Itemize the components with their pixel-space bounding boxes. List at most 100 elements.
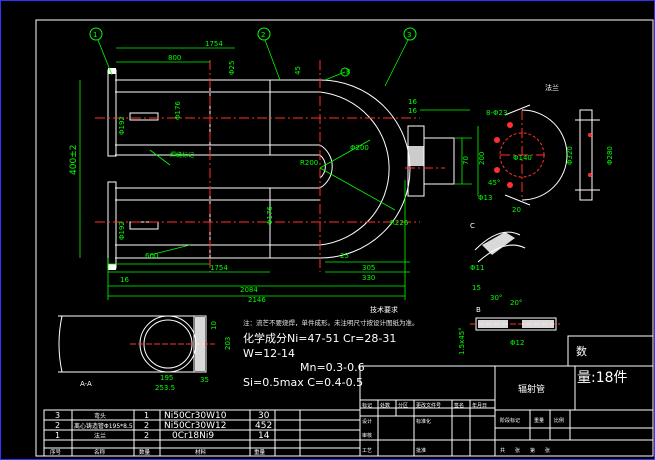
tb-role-approve: 批准 [416, 447, 426, 454]
flange-od: Φ320 [566, 146, 574, 165]
balloon-1 [89, 27, 103, 41]
bom-r3-mat: 0Cr18Ni9 [172, 431, 214, 441]
bom-r3-qty: 2 [144, 431, 149, 440]
balloons [89, 27, 417, 77]
dim-dia25: Φ25 [228, 61, 236, 75]
section-aa-hatch [195, 317, 205, 371]
balloon-1-label: 1 [93, 31, 97, 39]
bom-r2-mat: Ni50Cr30W12 [164, 421, 226, 431]
bom-r1-mat: Ni50Cr30W10 [164, 411, 227, 421]
detail-c-dim1: Φ11 [470, 264, 484, 272]
notes-line5: Si=0.5max C=0.4-0.5 [243, 376, 363, 389]
bom-r3-name: 法兰 [94, 432, 106, 440]
notes-line1: 注：流芒不要烧焊，单件成形。未注明尺寸按设计图纸为准。 [243, 318, 419, 327]
dim-r200: R200 [300, 159, 318, 167]
dim-r226: R226 [390, 219, 409, 227]
section-dim195: 195 [160, 374, 173, 382]
section-dim10: 10 [210, 321, 218, 330]
tb-role-design: 设计 [362, 418, 372, 425]
bom-r1-wt: 30 [258, 411, 270, 421]
dim-25: 25 [340, 252, 349, 260]
notes-heading: 技术要求 [370, 305, 398, 314]
flange-view [499, 104, 600, 206]
dim-dia192a: Φ192 [118, 116, 126, 135]
tb-role-std: 标准化 [416, 418, 431, 425]
dim-top-1754: 1754 [205, 40, 223, 48]
flange-dim13: Φ13 [478, 194, 492, 202]
tb-role-weight: 重量 [534, 417, 544, 424]
notes-line3: W=12-14 [243, 347, 295, 360]
qty-value: 量:18件 [577, 370, 628, 386]
center-lines [95, 60, 545, 272]
notes-line4: Mn=0.3-0.6 [300, 361, 365, 374]
tb-sheet-total: 共 [500, 447, 505, 454]
balloon-3 [403, 27, 417, 41]
dim-45: 45 [294, 66, 302, 75]
detail-c-dim2: 15 [472, 284, 481, 292]
detail-b-dim2: Φ12 [510, 339, 524, 347]
balloon-2 [257, 27, 271, 41]
bom-r2-name: 离心铸造管Φ195*8.5 [74, 422, 133, 430]
section-title: A-A [80, 380, 92, 388]
bom-h-name: 名称 [94, 448, 106, 456]
dim-dia176b: Φ176 [266, 206, 274, 225]
main-view [107, 69, 455, 269]
dim-330: 330 [362, 274, 375, 282]
dim-dia192b: Φ192 [118, 221, 126, 240]
section-aa [58, 315, 215, 373]
bom-r2-qty: 2 [144, 421, 149, 430]
bom-r3-wt: 14 [258, 431, 270, 441]
dim-16a: 16 [408, 98, 417, 106]
bom-h-mat: 材料 [195, 448, 207, 456]
bom-h-wt: 重量 [254, 448, 266, 456]
dim-bottom-1754: 1754 [210, 264, 228, 272]
flange-dim20: 20 [512, 206, 521, 214]
title-block [359, 335, 654, 457]
flange-holes [494, 122, 592, 188]
flange-bore: Φ280 [606, 146, 614, 165]
dim-2084: 2084 [240, 286, 258, 294]
detail-b-label: B [476, 306, 481, 314]
flange-title: 法兰 [545, 83, 559, 92]
dim-305: 305 [362, 264, 375, 272]
tb-header-6: 年月日 [472, 402, 487, 409]
detail-c-dim3: 30° [490, 294, 502, 302]
weld-label: 焊缝标记 [170, 151, 194, 159]
balloon-8 [340, 67, 350, 77]
tb-sheet-no: 第 [530, 447, 535, 454]
dim-600: 600 [145, 252, 158, 260]
tb-sheet-zhang2: 张 [545, 447, 550, 454]
flange-pcd: Φ140 [513, 154, 532, 162]
dim-800: 800 [168, 54, 181, 62]
section-dim35: 35 [200, 376, 209, 384]
dim-70: 70 [462, 156, 470, 165]
tb-role-stage: 阶段标记 [500, 417, 520, 424]
detail-b-dim1: 20° [510, 299, 522, 307]
bom-h-qty: 数量 [139, 448, 151, 456]
dim-2146: 2146 [248, 296, 266, 304]
detail-c-label: C [470, 222, 475, 230]
bom-r1-no: 3 [55, 411, 60, 420]
tb-role-process: 工艺 [362, 448, 372, 454]
bom-h-no: 序号 [50, 448, 62, 456]
tb-role-scale: 比例 [554, 417, 564, 424]
tb-header-1: 标记 [362, 402, 372, 409]
bom-r1-name: 弯头 [94, 412, 106, 420]
bom-r1-qty: 1 [144, 411, 149, 420]
balloon-2-label: 2 [261, 31, 265, 39]
weld-hatch [108, 68, 424, 270]
detail-c-hatch [482, 232, 515, 255]
tb-header-2: 处数 [380, 402, 390, 409]
dim-dia200: Φ200 [350, 144, 369, 152]
tb-header-5: 签名 [454, 402, 464, 409]
dim-8: 8 [346, 68, 350, 76]
dim-16b: 16 [408, 107, 417, 115]
dim-400: 400±2 [69, 145, 79, 175]
balloon-3-label: 3 [407, 31, 411, 39]
detail-b-dim3: 1.5x45° [458, 327, 466, 355]
flange-holes-label: 8-Φ23 [486, 109, 507, 117]
bom-table [43, 409, 361, 457]
section-dim203: 203 [224, 337, 232, 350]
